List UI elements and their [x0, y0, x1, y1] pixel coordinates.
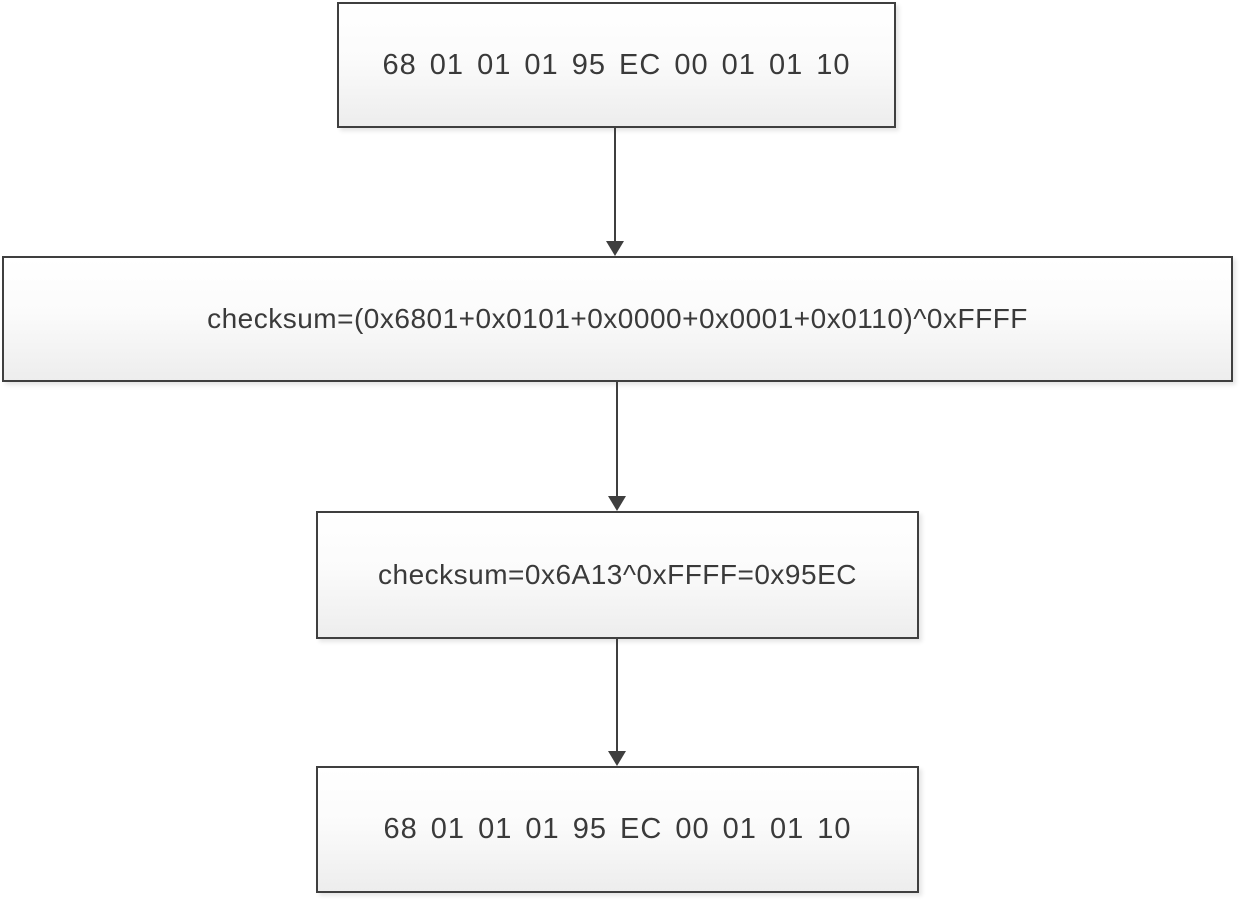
arrow-down-result-to-output	[607, 639, 627, 766]
arrow-head-icon	[608, 751, 626, 766]
arrow-head-icon	[606, 241, 624, 256]
flowchart-node-checksum-formula: checksum=(0x6801+0x0101+0x0000+0x0001+0x…	[2, 256, 1233, 382]
arrow-shaft	[616, 639, 618, 753]
checksum-formula-label: checksum=(0x6801+0x0101+0x0000+0x0001+0x…	[207, 303, 1028, 334]
output-frame-bytes-label: 68 01 01 01 95 EC 00 01 01 10	[383, 813, 852, 845]
flowchart-node-output-frame: 68 01 01 01 95 EC 00 01 01 10	[316, 766, 919, 893]
arrow-shaft	[614, 128, 616, 243]
arrow-head-icon	[608, 496, 626, 511]
flowchart-node-input-frame: 68 01 01 01 95 EC 00 01 01 10	[337, 2, 896, 128]
checksum-result-label: checksum=0x6A13^0xFFFF=0x95EC	[378, 559, 857, 590]
arrow-shaft	[616, 382, 618, 498]
input-frame-bytes-label: 68 01 01 01 95 EC 00 01 01 10	[382, 48, 851, 81]
arrow-down-input-to-formula	[605, 128, 625, 256]
flowchart-node-checksum-result: checksum=0x6A13^0xFFFF=0x95EC	[316, 511, 919, 639]
arrow-down-formula-to-result	[607, 382, 627, 511]
